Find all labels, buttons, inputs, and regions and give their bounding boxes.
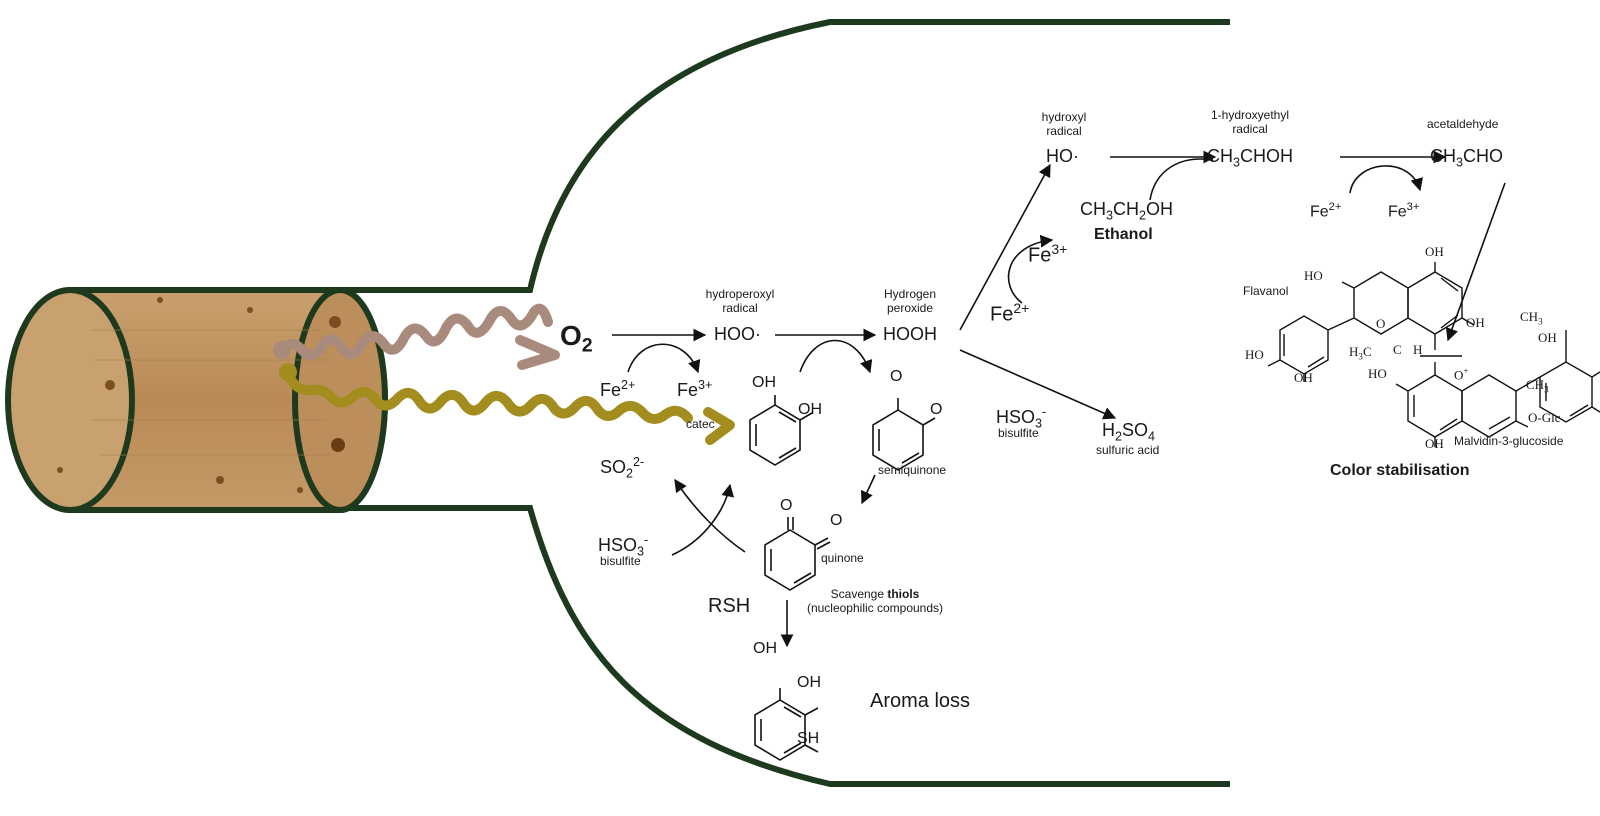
malv-ch3-top: CH3	[1520, 309, 1543, 327]
quinone-o2: O	[830, 512, 843, 529]
so2-label: SO22-	[600, 455, 645, 481]
malv-oh-side: OH	[1538, 330, 1557, 345]
quinone-o1: O	[780, 497, 793, 514]
hso3-label-left: HSO3-	[598, 533, 649, 559]
fe2-label-left: Fe2+	[600, 378, 636, 400]
ethanol-formula-label: CH3CH2OH	[1080, 199, 1174, 223]
ethanol-label: Ethanol	[1094, 226, 1153, 243]
hydrogen-peroxide-label: Hydrogen peroxide	[883, 287, 937, 315]
rsh-label: RSH	[708, 595, 751, 617]
bisulfite-label-right: bisulfite	[998, 426, 1039, 440]
fe3-label-right: Fe3+	[1388, 201, 1420, 221]
ho-label: HO·	[1046, 146, 1079, 166]
fe3-label-left: Fe3+	[677, 378, 713, 400]
color-stabilisation-label: Color stabilisation	[1330, 462, 1470, 479]
adduct-sh: SH	[797, 730, 820, 747]
h2so4-label: H2SO4	[1102, 420, 1156, 444]
flav-oh-right: OH	[1466, 315, 1485, 330]
bottle-outline	[88, 19, 1230, 787]
ch3choh-label: CH3CHOH	[1207, 146, 1294, 170]
bridge-c: C	[1393, 342, 1402, 357]
flav-ho-left: HO	[1304, 268, 1323, 283]
hydroxyl-radical-label: hydroxyl radical	[1041, 110, 1087, 138]
adduct-oh1: OH	[753, 640, 777, 657]
bridge-h3c: H3C	[1349, 344, 1372, 362]
o2-diffusion-arrow	[273, 303, 560, 370]
hooh-label: HOOH	[883, 324, 937, 344]
acetaldehyde-label: acetaldehyde	[1427, 117, 1499, 131]
ch3cho-label: CH3CHO	[1430, 146, 1504, 170]
malv-ch3-bottom: CH3	[1526, 377, 1549, 395]
flav-oh-catechol: OH	[1294, 370, 1313, 385]
semiquinone-label: semiquinone	[878, 463, 947, 477]
catechol-partial-label: catec	[686, 417, 715, 431]
bridge-h: H	[1413, 342, 1423, 357]
wine-diffusion-arrow	[279, 363, 735, 445]
reaction-arrows	[612, 150, 1506, 648]
malv-oh-bottom: OH	[1425, 436, 1444, 451]
quinone-label: quinone	[821, 551, 864, 565]
hso3-label-right: HSO3-	[996, 405, 1047, 431]
sulfuric-acid-label: sulfuric acid	[1096, 443, 1160, 457]
malv-ho: HO	[1368, 366, 1387, 381]
fe2-label-mid: Fe2+	[990, 300, 1030, 326]
flavanol-malvidin-structure	[1267, 262, 1600, 447]
oxygen-label: O2	[560, 320, 593, 357]
hydroxyethyl-radical-label: 1-hydroxyethyl radical	[1210, 108, 1290, 136]
adduct-oh2: OH	[797, 674, 821, 691]
flav-oh-top: OH	[1425, 244, 1444, 259]
flav-ho-catechol: HO	[1245, 347, 1264, 362]
aroma-loss-label: Aroma loss	[870, 690, 971, 712]
malv-o-plus: O+	[1454, 366, 1469, 383]
semiquinone-structure	[872, 398, 936, 471]
semiquinone-o1: O	[890, 368, 903, 385]
hydroperoxyl-radical-label: hydroperoxyl radical	[705, 287, 775, 315]
fe3-label-mid: Fe3+	[1028, 241, 1068, 267]
catechol-oh2: OH	[798, 401, 822, 418]
thiol-catechol-structure	[754, 688, 819, 761]
flavanol-label: Flavanol	[1243, 284, 1289, 298]
scavenge-thiols-label: Scavenge thiols (nucleophilic compounds)	[806, 587, 944, 615]
bisulfite-label-left: bisulfite	[600, 554, 641, 568]
malvidin-label: Malvidin-3-glucoside	[1454, 434, 1564, 448]
malv-o-glc: O-Glc	[1528, 410, 1561, 425]
catechol-structure	[749, 395, 813, 466]
fe2-label-right: Fe2+	[1310, 201, 1342, 221]
flav-o-ring: O	[1376, 316, 1386, 331]
hoo-label: HOO·	[714, 324, 761, 344]
semiquinone-o2: O	[930, 401, 943, 418]
catechol-oh1: OH	[752, 374, 776, 391]
quinone-structure	[764, 517, 831, 591]
